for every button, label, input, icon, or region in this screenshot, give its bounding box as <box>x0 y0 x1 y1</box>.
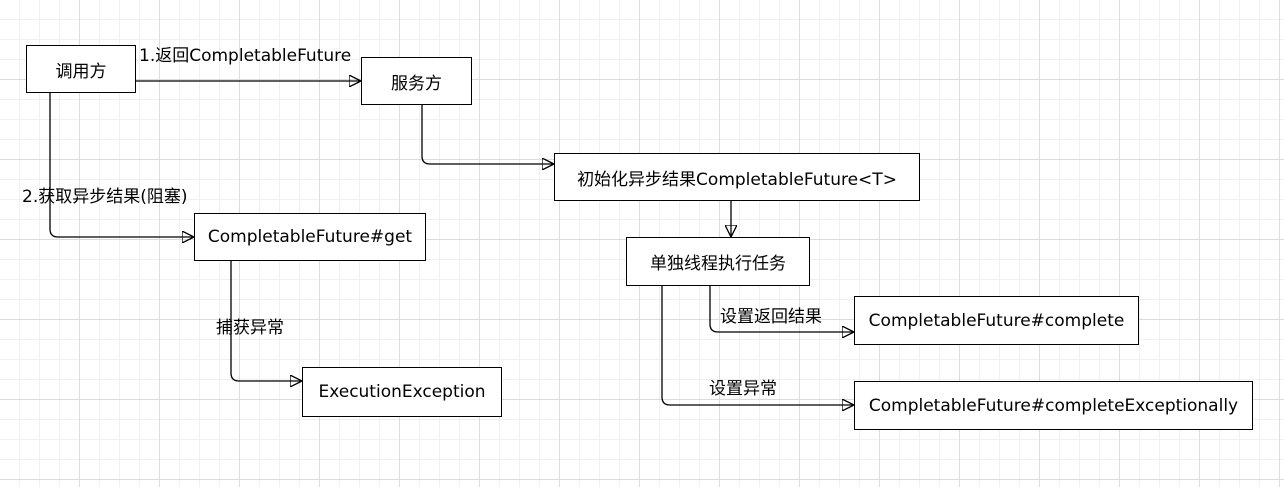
node-init-future-label: 初始化异步结果CompletableFuture<T> <box>577 169 897 190</box>
node-service-label: 服务方 <box>391 73 442 94</box>
edge-future-get-to-execution-exception <box>230 261 301 381</box>
node-thread-task-label: 单独线程执行任务 <box>650 254 786 274</box>
node-execution-exception-label: ExecutionException <box>318 382 486 402</box>
node-caller[interactable]: 调用方 <box>26 45 136 93</box>
node-execution-exception[interactable]: ExecutionException <box>302 367 502 417</box>
node-future-get[interactable]: CompletableFuture#get <box>194 213 426 261</box>
edge-label-get-result-blocking: 2.获取异步结果(阻塞) <box>22 187 188 207</box>
edge-label-catch-exception: 捕获异常 <box>216 318 284 338</box>
node-future-complete[interactable]: CompletableFuture#complete <box>854 296 1139 345</box>
node-init-future[interactable]: 初始化异步结果CompletableFuture<T> <box>554 153 920 201</box>
node-thread-task[interactable]: 单独线程执行任务 <box>626 237 810 286</box>
edge-label-set-result: 设置返回结果 <box>720 307 822 327</box>
node-future-get-label: CompletableFuture#get <box>207 227 413 247</box>
node-future-complete-label: CompletableFuture#complete <box>868 310 1125 331</box>
node-future-complete-exceptionally[interactable]: CompletableFuture#completeExceptionally <box>854 381 1253 430</box>
node-service[interactable]: 服务方 <box>361 57 472 105</box>
edge-thread-task-to-future-complete-exceptionally <box>661 286 853 405</box>
node-future-complete-exceptionally-label: CompletableFuture#completeExceptionally <box>868 395 1239 416</box>
edge-service-to-init-future <box>421 105 553 164</box>
edge-label-set-exception: 设置异常 <box>709 379 777 399</box>
edge-label-return-future: 1.返回CompletableFuture <box>139 46 352 66</box>
edge-thread-task-to-future-complete <box>709 286 853 332</box>
edge-caller-to-future-get <box>49 93 193 237</box>
node-caller-label: 调用方 <box>55 61 107 82</box>
